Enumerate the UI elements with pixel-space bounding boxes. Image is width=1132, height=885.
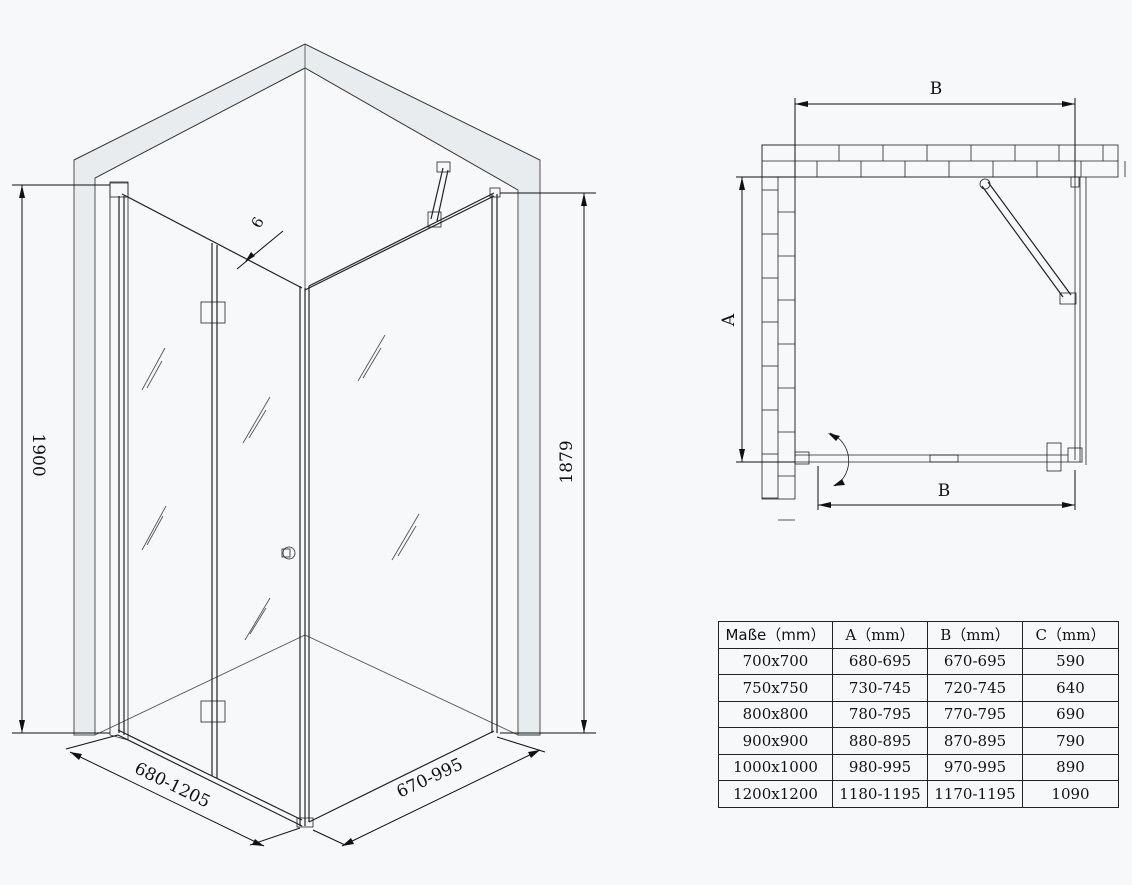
cell-b: 770-795 bbox=[927, 700, 1023, 728]
cell-c: 890 bbox=[1022, 753, 1119, 781]
plan-door bbox=[794, 432, 1068, 487]
cell-size: 750x750 bbox=[718, 674, 833, 702]
cell-c: 690 bbox=[1022, 700, 1119, 728]
plan-side-panel bbox=[1067, 176, 1087, 465]
header-size: Maße（mm） bbox=[718, 621, 833, 649]
height-right-label: 1879 bbox=[557, 440, 577, 483]
cell-c: 1090 bbox=[1022, 780, 1119, 808]
perspective-view: 1900 1879 680-1205 670-995 bbox=[12, 43, 596, 847]
cell-size: 1200x1200 bbox=[718, 780, 833, 808]
dim-height-left: 1900 bbox=[12, 184, 110, 734]
cell-a: 680-695 bbox=[832, 647, 928, 675]
cell-b: 670-695 bbox=[927, 647, 1023, 675]
cell-size: 700x700 bbox=[718, 647, 833, 675]
plan-view: B A B bbox=[719, 79, 1126, 521]
plan-side-label: A bbox=[719, 313, 739, 327]
cell-b: 870-895 bbox=[927, 727, 1023, 755]
plan-wall-top bbox=[761, 144, 1119, 178]
door-knob bbox=[282, 546, 296, 560]
dim-door-width: 680-1205 bbox=[65, 734, 301, 847]
plan-dim-side: A bbox=[719, 176, 795, 463]
plan-dim-bottom: B bbox=[817, 466, 1076, 510]
header-a: A（mm） bbox=[832, 621, 928, 649]
door-panel bbox=[109, 181, 420, 828]
cell-a: 1180-1195 bbox=[832, 780, 928, 808]
table-row: 1000x1000 980-995 970-995 890 bbox=[718, 753, 1119, 781]
door-width-label: 680-1205 bbox=[131, 759, 213, 813]
plan-bottom-label: B bbox=[938, 481, 951, 501]
table-header-row: Maße（mm） A（mm） B（mm） C（mm） bbox=[718, 621, 1119, 649]
cell-a: 730-745 bbox=[832, 674, 928, 702]
header-b: B（mm） bbox=[927, 621, 1023, 649]
cell-c: 640 bbox=[1022, 674, 1119, 702]
cell-a: 880-895 bbox=[832, 727, 928, 755]
cell-size: 1000x1000 bbox=[718, 753, 833, 781]
room-walls bbox=[73, 43, 541, 736]
side-width-label: 670-995 bbox=[394, 754, 466, 802]
cell-c: 590 bbox=[1022, 647, 1119, 675]
plan-dim-top: B bbox=[794, 79, 1076, 177]
cell-b: 1170-1195 bbox=[927, 780, 1023, 808]
stabilizer-bar bbox=[427, 161, 451, 228]
hinge-upper bbox=[200, 301, 226, 324]
side-panel bbox=[304, 161, 501, 823]
plan-stabilizer bbox=[979, 178, 1077, 305]
dim-profile: 6 bbox=[236, 214, 284, 270]
dim-height-right: 1879 bbox=[500, 192, 596, 734]
cell-a: 980-995 bbox=[832, 753, 928, 781]
table-row: 800x800 780-795 770-795 690 bbox=[718, 700, 1119, 728]
height-left-label: 1900 bbox=[28, 433, 48, 476]
table-row: 900x900 880-895 870-895 790 bbox=[718, 727, 1119, 755]
cell-size: 900x900 bbox=[718, 727, 833, 755]
cell-c: 790 bbox=[1022, 727, 1119, 755]
table-row: 1200x1200 1180-1195 1170-1195 1090 bbox=[718, 780, 1119, 808]
header-c: C（mm） bbox=[1022, 621, 1119, 649]
table-row: 700x700 680-695 670-695 590 bbox=[718, 647, 1119, 675]
cell-size: 800x800 bbox=[718, 700, 833, 728]
profile-width-label: 6 bbox=[247, 214, 267, 231]
plan-top-label: B bbox=[930, 79, 943, 99]
size-table: Maße（mm） A（mm） B（mm） C（mm） 700x700 680-6… bbox=[718, 621, 1119, 808]
hinge-lower bbox=[200, 700, 226, 723]
cell-a: 780-795 bbox=[832, 700, 928, 728]
cell-b: 970-995 bbox=[927, 753, 1023, 781]
cell-b: 720-745 bbox=[927, 674, 1023, 702]
dim-side-width: 670-995 bbox=[312, 736, 546, 847]
table-row: 750x750 730-745 720-745 640 bbox=[718, 674, 1119, 702]
